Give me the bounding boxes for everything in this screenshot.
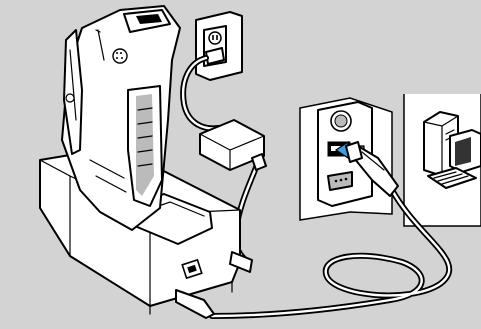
usb-port-panel xyxy=(299,97,393,221)
usb-cable xyxy=(209,187,453,319)
power-adapter xyxy=(199,119,267,171)
wall-outlet xyxy=(195,11,243,81)
usb-plug xyxy=(345,141,399,197)
desktop-computer xyxy=(403,94,481,227)
mobile-computer xyxy=(61,5,181,231)
